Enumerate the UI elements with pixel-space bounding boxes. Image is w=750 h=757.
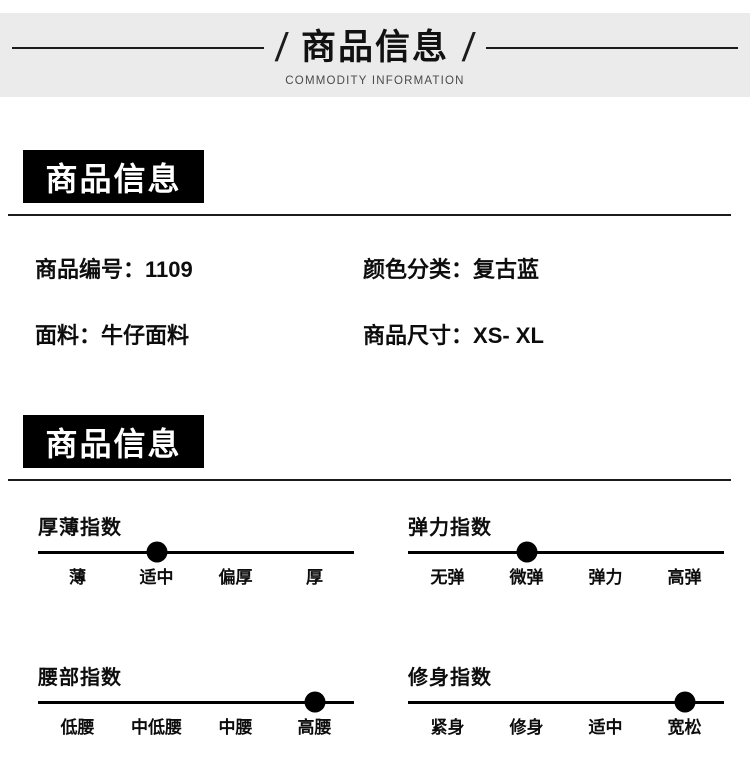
index-labels: 低腰 中低腰 中腰 高腰 bbox=[38, 717, 354, 739]
header-divider-left bbox=[12, 47, 264, 49]
index-labels: 紧身 修身 适中 宽松 bbox=[408, 717, 724, 739]
section-rule-indices bbox=[8, 479, 731, 481]
index-option: 宽松 bbox=[667, 718, 702, 737]
field-value: 牛仔面料 bbox=[101, 323, 190, 348]
index-title: 修身指数 bbox=[408, 667, 492, 689]
track-dot-indicator bbox=[674, 691, 695, 713]
field-size: 商品尺寸：XS- XL bbox=[363, 322, 750, 350]
index-option: 无弹 bbox=[430, 568, 465, 587]
index-sliders-grid: 厚薄指数 薄 适中 偏厚 厚 弹力指数 bbox=[0, 517, 750, 739]
index-option: 中低腰 bbox=[131, 718, 182, 737]
field-product-number: 商品编号：1109 bbox=[35, 256, 363, 284]
index-labels: 无弹 微弹 弹力 高弹 bbox=[408, 567, 724, 589]
track-line bbox=[38, 550, 354, 554]
field-color: 颜色分类：复古蓝 bbox=[363, 256, 750, 284]
page-subtitle: COMMODITY INFORMATION bbox=[285, 75, 465, 87]
section-badge-details: 商品信息 bbox=[23, 150, 204, 203]
index-track bbox=[38, 539, 354, 565]
product-details-section: 商品信息 商品编号：1109 颜色分类：复古蓝 面料：牛仔面料 商品尺寸：XS-… bbox=[0, 150, 750, 350]
product-index-section: 商品信息 厚薄指数 薄 适中 偏厚 厚 弹力指数 bbox=[0, 415, 750, 739]
index-option: 适中 bbox=[139, 568, 174, 587]
index-option: 弹力 bbox=[588, 568, 623, 587]
field-value: XS- XL bbox=[473, 323, 544, 348]
index-group-waist: 腰部指数 低腰 中低腰 中腰 高腰 bbox=[38, 667, 354, 739]
header-divider-right bbox=[486, 47, 739, 49]
track-line bbox=[408, 700, 724, 704]
index-option: 高腰 bbox=[297, 718, 332, 737]
index-option: 偏厚 bbox=[218, 568, 253, 587]
index-group-fit: 修身指数 紧身 修身 适中 宽松 bbox=[408, 667, 724, 739]
slash-decoration-right: / bbox=[460, 26, 477, 70]
section-rule-details bbox=[8, 214, 731, 216]
index-option: 修身 bbox=[509, 718, 544, 737]
index-title: 弹力指数 bbox=[408, 517, 492, 539]
field-fabric: 面料：牛仔面料 bbox=[35, 322, 363, 350]
page-header: / 商品信息 / COMMODITY INFORMATION bbox=[0, 13, 750, 97]
index-option: 适中 bbox=[588, 718, 623, 737]
page-title: 商品信息 bbox=[301, 28, 450, 67]
track-dot-indicator bbox=[146, 541, 167, 563]
track-line bbox=[408, 550, 724, 554]
index-option: 紧身 bbox=[430, 718, 465, 737]
track-dot-indicator bbox=[516, 541, 537, 563]
section-badge-label: 商品信息 bbox=[45, 160, 182, 197]
index-option: 薄 bbox=[69, 568, 86, 587]
track-line bbox=[38, 700, 354, 704]
index-title: 腰部指数 bbox=[38, 667, 122, 689]
index-labels: 薄 适中 偏厚 厚 bbox=[38, 567, 354, 589]
field-label: 颜色分类： bbox=[363, 257, 474, 282]
index-option: 中腰 bbox=[218, 718, 253, 737]
field-value: 复古蓝 bbox=[473, 257, 540, 282]
slash-decoration-left: / bbox=[273, 26, 290, 70]
index-title: 厚薄指数 bbox=[38, 517, 122, 539]
track-dot-indicator bbox=[304, 691, 325, 713]
index-option: 低腰 bbox=[60, 718, 95, 737]
section-badge-label: 商品信息 bbox=[45, 425, 182, 462]
field-label: 面料： bbox=[35, 323, 102, 348]
index-option: 厚 bbox=[306, 568, 323, 587]
index-option: 微弹 bbox=[509, 568, 544, 587]
header-title-row: / 商品信息 / bbox=[0, 26, 750, 70]
index-option: 高弹 bbox=[667, 568, 702, 587]
index-track bbox=[408, 689, 724, 715]
index-track bbox=[38, 689, 354, 715]
field-value: 1109 bbox=[145, 257, 193, 282]
index-track bbox=[408, 539, 724, 565]
index-group-elasticity: 弹力指数 无弹 微弹 弹力 高弹 bbox=[408, 517, 724, 589]
section-badge-indices: 商品信息 bbox=[23, 415, 204, 468]
index-group-thickness: 厚薄指数 薄 适中 偏厚 厚 bbox=[38, 517, 354, 589]
product-fields-grid: 商品编号：1109 颜色分类：复古蓝 面料：牛仔面料 商品尺寸：XS- XL bbox=[0, 256, 750, 350]
field-label: 商品编号： bbox=[35, 257, 146, 282]
field-label: 商品尺寸： bbox=[363, 323, 474, 348]
